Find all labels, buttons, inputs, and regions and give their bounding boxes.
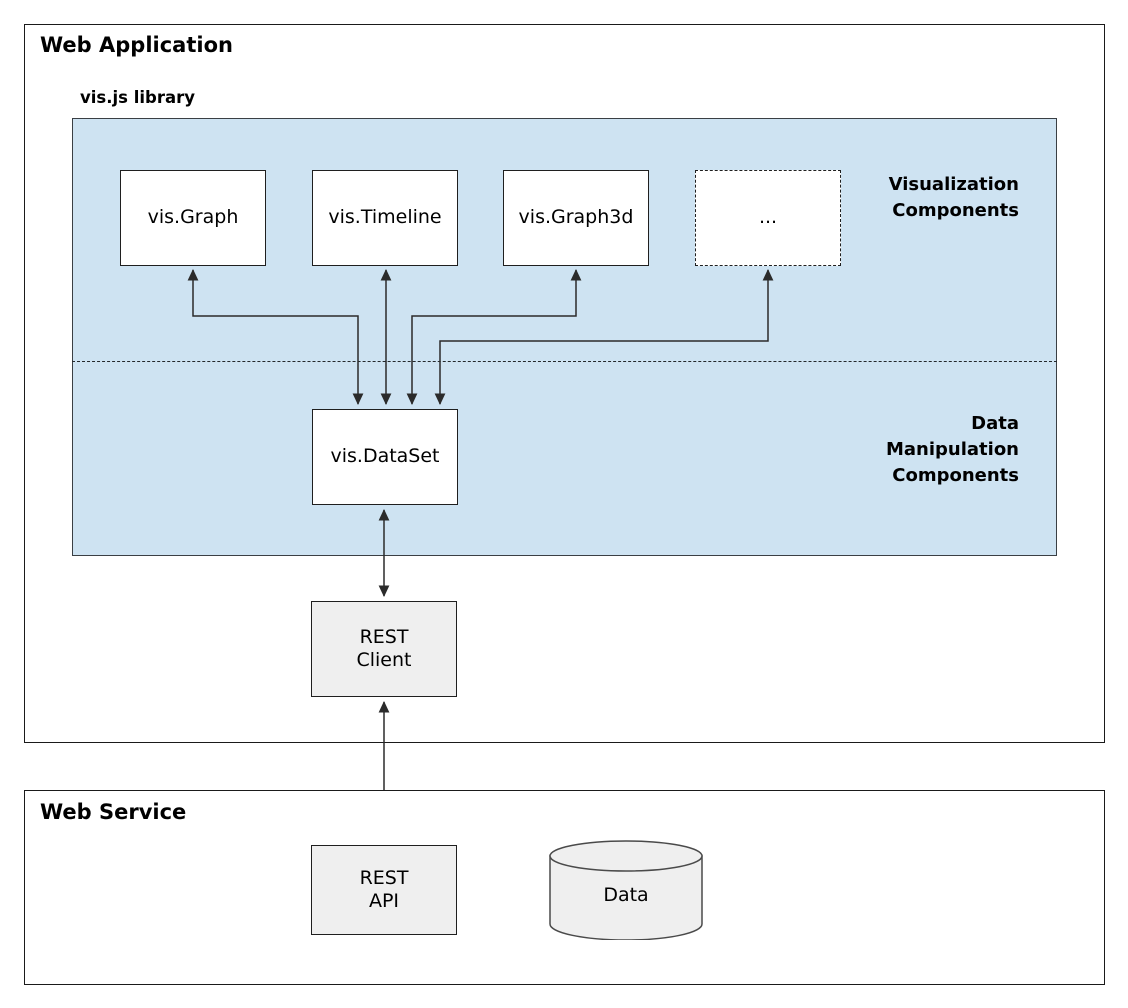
web-service-title: Web Service: [40, 800, 187, 824]
node-vis-dataset[interactable]: vis.DataSet: [312, 409, 458, 505]
node-more-components[interactable]: ...: [695, 170, 841, 266]
node-vis-graph3d[interactable]: vis.Graph3d: [503, 170, 649, 266]
node-datastore[interactable]: Data: [548, 840, 704, 941]
database-cylinder-icon: [549, 840, 703, 941]
web-application-title: Web Application: [40, 33, 233, 57]
data-manipulation-components-label: Data Manipulation Components: [885, 413, 1019, 486]
rest-api-label-line2: API: [368, 890, 400, 912]
node-vis-graph[interactable]: vis.Graph: [120, 170, 266, 266]
rest-client-label-line1: REST: [359, 625, 409, 648]
datastore-label: Data: [603, 884, 649, 906]
node-rest-client[interactable]: REST Client: [311, 601, 457, 697]
node-vis-timeline[interactable]: vis.Timeline: [312, 170, 458, 266]
node-rest-api[interactable]: REST API: [311, 845, 457, 935]
visualization-components-label: Visualization Components: [888, 174, 1019, 221]
layer-divider: [72, 361, 1057, 362]
vis-js-library-title: vis.js library: [80, 88, 196, 107]
rest-client-label-line2: Client: [356, 649, 412, 671]
rest-api-label-line1: REST: [359, 866, 409, 889]
